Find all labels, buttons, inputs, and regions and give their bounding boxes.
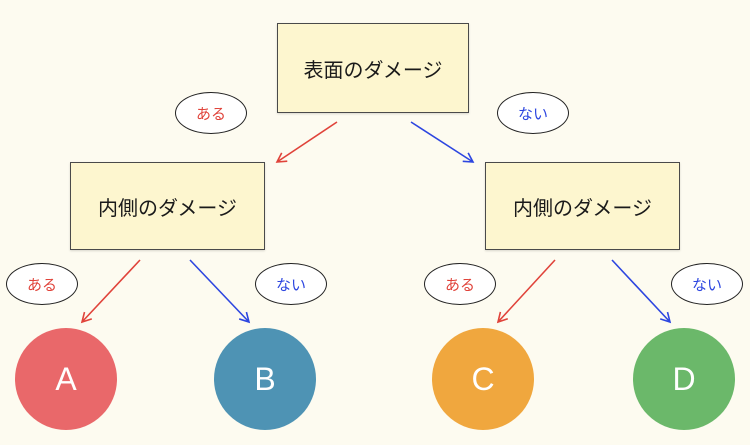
edge-right-to-c xyxy=(496,259,556,324)
root-node: 表面のダメージ xyxy=(277,23,469,113)
edge-label-right-yes: ある xyxy=(424,263,496,305)
edge-label-left-yes: ある xyxy=(6,263,78,305)
right-node: 内側のダメージ xyxy=(485,162,680,250)
left-node: 内側のダメージ xyxy=(70,162,265,250)
outcome-a: A xyxy=(15,328,117,430)
edge-left-to-a xyxy=(80,259,141,324)
outcome-b: B xyxy=(214,328,316,430)
outcome-d: D xyxy=(633,328,735,430)
edge-label-root-yes: ある xyxy=(175,92,247,134)
edge-left-to-b xyxy=(189,259,251,324)
edge-label-right-no: ない xyxy=(671,263,743,305)
edge-root-to-right xyxy=(410,121,475,163)
edge-label-left-no: ない xyxy=(255,263,327,305)
edge-label-root-no: ない xyxy=(497,92,569,134)
outcome-c: C xyxy=(432,328,534,430)
edge-right-to-d xyxy=(611,259,672,324)
edge-root-to-left xyxy=(275,121,338,163)
